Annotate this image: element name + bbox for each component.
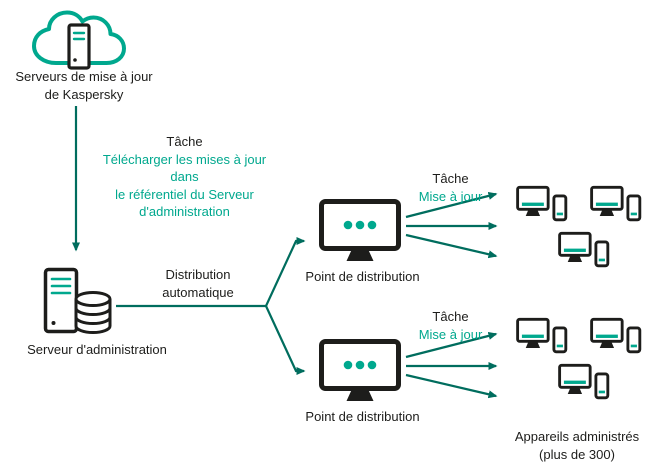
update-task-2-title: Tâche xyxy=(432,309,469,324)
arrow-dp2-to-devices-c xyxy=(405,373,498,399)
distribution-point-2-label: Point de distribution xyxy=(305,409,420,424)
download-task-title: Tâche xyxy=(166,134,203,149)
admin-server-label: Serveur d'administration xyxy=(27,342,167,357)
auto-distribution-annotation: Distribution automatique xyxy=(162,267,234,300)
managed-device-icon xyxy=(514,316,568,358)
distribution-point-2-monitor-icon xyxy=(318,338,402,404)
distribution-point-1-label: Point de distribution xyxy=(305,269,420,284)
managed-device-icon xyxy=(514,184,568,226)
managed-device-icon xyxy=(588,316,642,358)
admin-server-icon xyxy=(42,266,114,336)
arrow-dp1-to-devices-a xyxy=(405,191,498,219)
arrow-junction-to-dp1 xyxy=(265,237,306,307)
managed-device-icon xyxy=(588,184,642,226)
arrow-dp1-to-devices-c xyxy=(405,233,498,259)
download-task-annotation: Tâche Télécharger les mises à jour dans … xyxy=(92,133,277,221)
managed-device-icon xyxy=(556,362,610,404)
managed-devices-label: Appareils administrés (plus de 300) xyxy=(514,429,640,462)
arrow-dp2-to-devices-a xyxy=(405,331,498,359)
kaspersky-update-servers-cloud-icon xyxy=(28,8,128,74)
update-task-2-annotation: Tâche Mise à jour xyxy=(398,308,503,343)
update-servers-label: Serveurs de mise à jour de Kaspersky xyxy=(15,69,153,102)
update-task-1-annotation: Tâche Mise à jour xyxy=(398,170,503,205)
managed-device-icon xyxy=(556,230,610,272)
arrow-junction-to-dp2 xyxy=(265,305,306,375)
distribution-point-1-monitor-icon xyxy=(318,198,402,264)
update-task-1-title: Tâche xyxy=(432,171,469,186)
